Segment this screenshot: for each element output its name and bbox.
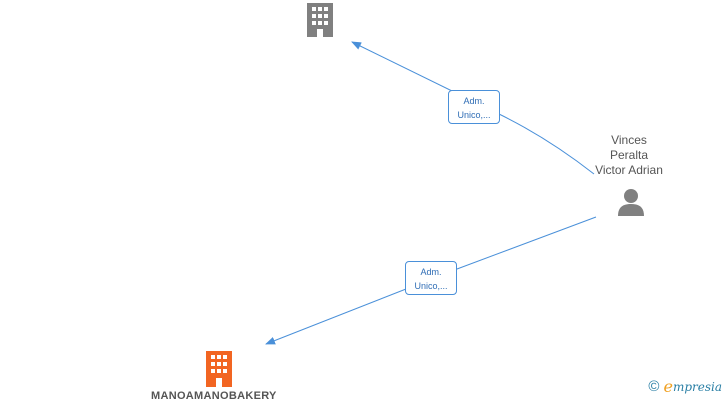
edge-label-bottom[interactable]: Adm. Unico,...: [405, 261, 457, 295]
brand-watermark: © e mpresia: [648, 378, 722, 396]
person-name-line-1: Vinces: [611, 133, 647, 147]
edge-label-bottom-line-2: Unico,...: [414, 281, 448, 291]
edge-label-bottom-line-1: Adm.: [420, 267, 442, 277]
edge-person-to-bottom-company: [265, 216, 597, 345]
copyright-icon: ©: [648, 378, 660, 395]
edge-label-top-line-2: Unico,...: [457, 110, 491, 120]
bottom-company-building-icon[interactable]: [204, 351, 234, 387]
top-company-building-icon[interactable]: [305, 3, 335, 37]
person-icon[interactable]: [617, 188, 645, 216]
edge-label-top-line-1: Adm.: [463, 96, 485, 106]
bottom-company-name[interactable]: MANOAMANOBAKERY: [151, 390, 277, 400]
edge-person-to-top-company: [351, 41, 595, 175]
person-name-line-3: Victor Adrian: [595, 163, 663, 177]
brand-logo-text: mpresia: [672, 380, 722, 394]
person-name[interactable]: Vinces Peralta Victor Adrian: [569, 133, 689, 178]
person-name-line-2: Peralta: [609, 148, 649, 162]
edge-label-top[interactable]: Adm. Unico,...: [448, 90, 500, 124]
brand-logo-e: e: [663, 377, 673, 396]
